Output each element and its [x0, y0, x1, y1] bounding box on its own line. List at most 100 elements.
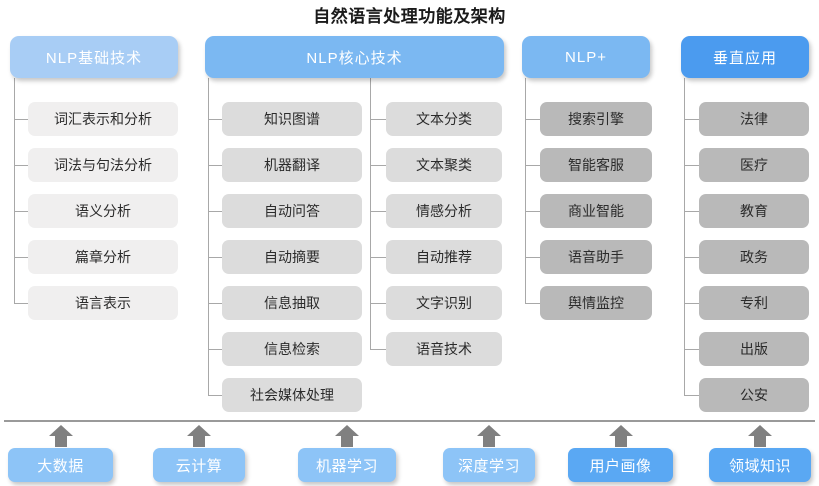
- tree-branch: [684, 257, 699, 258]
- foundation-box[interactable]: 云计算: [153, 448, 245, 482]
- tree-branch: [684, 211, 699, 212]
- foundation-box[interactable]: 机器学习: [298, 448, 396, 482]
- leaf-node-label: 篇章分析: [75, 249, 131, 265]
- foundation-box-label: 机器学习: [315, 457, 378, 475]
- leaf-node[interactable]: 专利: [699, 286, 809, 320]
- leaf-node[interactable]: 篇章分析: [28, 240, 178, 274]
- tree-branch: [684, 119, 699, 120]
- leaf-node[interactable]: 知识图谱: [222, 102, 362, 136]
- tree-branch: [370, 349, 386, 350]
- tree-branch: [370, 165, 386, 166]
- leaf-node-label: 教育: [740, 203, 768, 219]
- leaf-node[interactable]: 信息检索: [222, 332, 362, 366]
- tree-branch: [370, 211, 386, 212]
- leaf-node[interactable]: 舆情监控: [540, 286, 652, 320]
- leaf-node-label: 语音助手: [568, 249, 624, 265]
- leaf-node-label: 法律: [740, 111, 768, 127]
- leaf-node[interactable]: 语义分析: [28, 194, 178, 228]
- foundation-box-label: 用户画像: [589, 457, 652, 475]
- foundation-box[interactable]: 领域知识: [709, 448, 811, 482]
- leaf-node-label: 文本分类: [416, 111, 472, 127]
- leaf-node-label: 情感分析: [416, 203, 472, 219]
- leaf-node[interactable]: 语言表示: [28, 286, 178, 320]
- leaf-node[interactable]: 语音助手: [540, 240, 652, 274]
- leaf-node-label: 知识图谱: [264, 111, 320, 127]
- tree-branch: [370, 257, 386, 258]
- leaf-node[interactable]: 政务: [699, 240, 809, 274]
- leaf-node-label: 语言表示: [75, 295, 131, 311]
- leaf-node[interactable]: 词汇表示和分析: [28, 102, 178, 136]
- leaf-node-label: 语义分析: [75, 203, 131, 219]
- tree-branch: [208, 165, 222, 166]
- leaf-node[interactable]: 语音技术: [386, 332, 502, 366]
- leaf-node-label: 政务: [740, 249, 768, 265]
- tree-branch: [14, 119, 28, 120]
- leaf-node[interactable]: 机器翻译: [222, 148, 362, 182]
- tree-branch: [14, 211, 28, 212]
- tree-trunk: [208, 78, 209, 395]
- leaf-node-label: 词法与句法分析: [54, 157, 152, 173]
- tree-trunk: [14, 78, 15, 303]
- leaf-node[interactable]: 文本分类: [386, 102, 502, 136]
- tree-trunk: [525, 78, 526, 303]
- tree-branch: [14, 165, 28, 166]
- foundation-box[interactable]: 深度学习: [443, 448, 535, 482]
- leaf-node-label: 搜索引擎: [568, 111, 624, 127]
- leaf-node[interactable]: 自动推荐: [386, 240, 502, 274]
- tree-branch: [208, 349, 222, 350]
- tree-trunk: [684, 78, 685, 395]
- tree-branch: [370, 303, 386, 304]
- tree-branch: [208, 119, 222, 120]
- arrow-up-icon: [334, 424, 360, 448]
- category-header-nlp-core[interactable]: NLP核心技术: [205, 36, 504, 78]
- leaf-node[interactable]: 商业智能: [540, 194, 652, 228]
- leaf-node[interactable]: 法律: [699, 102, 809, 136]
- tree-branch: [208, 257, 222, 258]
- foundation-box[interactable]: 大数据: [8, 448, 113, 482]
- tree-branch: [525, 303, 540, 304]
- leaf-node[interactable]: 智能客服: [540, 148, 652, 182]
- leaf-node[interactable]: 公安: [699, 378, 809, 412]
- category-header-label: NLP核心技术: [306, 49, 403, 67]
- category-header-nlp-basic[interactable]: NLP基础技术: [10, 36, 178, 78]
- leaf-node[interactable]: 情感分析: [386, 194, 502, 228]
- tree-branch: [684, 349, 699, 350]
- leaf-node-label: 自动摘要: [264, 249, 320, 265]
- leaf-node-label: 专利: [740, 295, 768, 311]
- foundation-box[interactable]: 用户画像: [568, 448, 673, 482]
- tree-branch: [525, 257, 540, 258]
- foundation-box-label: 云计算: [175, 457, 223, 475]
- leaf-node-label: 文本聚类: [416, 157, 472, 173]
- leaf-node[interactable]: 自动摘要: [222, 240, 362, 274]
- leaf-node-label: 文字识别: [416, 295, 472, 311]
- category-header-nlp-plus[interactable]: NLP+: [522, 36, 650, 78]
- leaf-node[interactable]: 医疗: [699, 148, 809, 182]
- leaf-node-label: 商业智能: [568, 203, 624, 219]
- leaf-node[interactable]: 文字识别: [386, 286, 502, 320]
- tree-branch: [525, 165, 540, 166]
- tree-branch: [684, 303, 699, 304]
- leaf-node-label: 智能客服: [568, 157, 624, 173]
- leaf-node[interactable]: 文本聚类: [386, 148, 502, 182]
- arrow-up-icon: [608, 424, 634, 448]
- leaf-node[interactable]: 词法与句法分析: [28, 148, 178, 182]
- tree-branch: [684, 395, 699, 396]
- category-header-label: 垂直应用: [712, 49, 777, 67]
- leaf-node[interactable]: 自动问答: [222, 194, 362, 228]
- leaf-node[interactable]: 出版: [699, 332, 809, 366]
- leaf-node[interactable]: 信息抽取: [222, 286, 362, 320]
- tree-trunk: [370, 78, 371, 349]
- arrow-up-icon: [186, 424, 212, 448]
- leaf-node-label: 机器翻译: [264, 157, 320, 173]
- leaf-node-label: 公安: [740, 387, 768, 403]
- leaf-node-label: 自动问答: [264, 203, 320, 219]
- leaf-node[interactable]: 社会媒体处理: [222, 378, 362, 412]
- category-header-vertical-apps[interactable]: 垂直应用: [681, 36, 809, 78]
- leaf-node[interactable]: 教育: [699, 194, 809, 228]
- leaf-node[interactable]: 搜索引擎: [540, 102, 652, 136]
- tree-branch: [684, 165, 699, 166]
- tree-branch: [525, 119, 540, 120]
- tree-branch: [208, 395, 222, 396]
- category-header-label: NLP+: [565, 48, 607, 66]
